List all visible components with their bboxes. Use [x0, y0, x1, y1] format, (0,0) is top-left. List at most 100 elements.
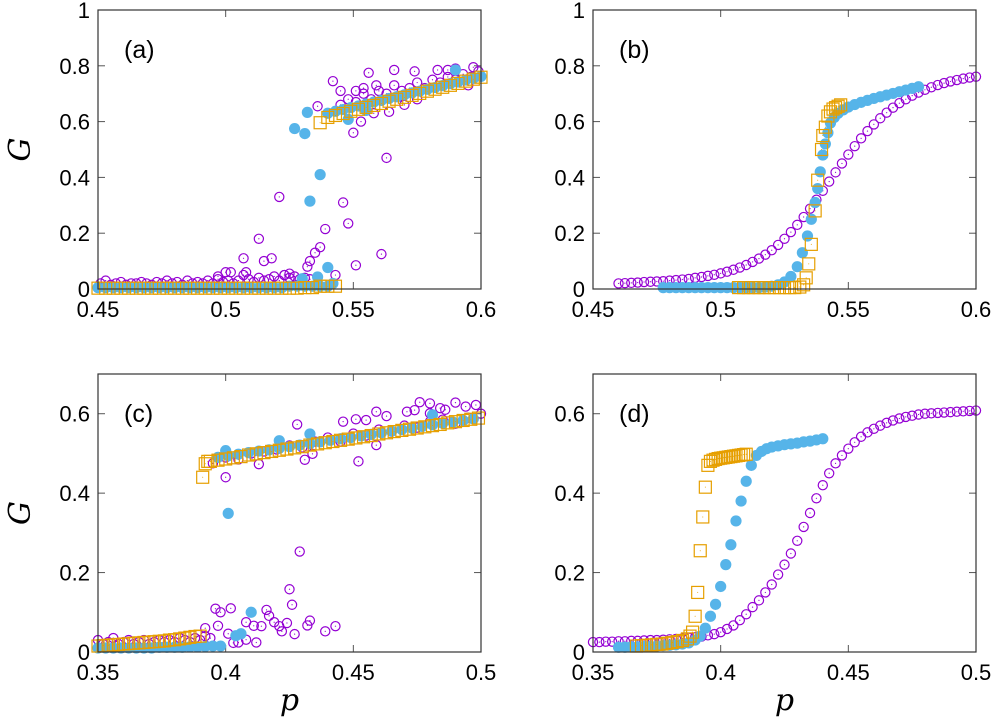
marker-dot — [763, 287, 765, 289]
x-tick-label: 0.55 — [827, 297, 870, 322]
marker-ring — [836, 158, 848, 169]
marker-dot — [789, 287, 791, 289]
marker-square — [683, 629, 697, 643]
data-point-open-square — [280, 442, 294, 456]
marker-dot — [128, 643, 130, 645]
marker-dot — [334, 114, 336, 116]
marker-dot — [803, 526, 805, 528]
data-point-open-circle — [302, 261, 313, 272]
marker-square — [356, 430, 371, 444]
marker-ring — [314, 241, 326, 253]
marker-dot — [840, 104, 842, 106]
marker-dot — [334, 285, 336, 287]
marker-ring — [951, 406, 963, 417]
marker-square — [190, 281, 205, 295]
marker-dot — [956, 79, 958, 81]
marker-square — [826, 102, 840, 116]
marker-dot — [771, 583, 773, 586]
marker-dot — [368, 72, 370, 74]
marker-dot — [646, 644, 648, 646]
data-point-open-circle — [906, 410, 918, 421]
marker-dot — [447, 76, 449, 78]
marker-dot — [707, 275, 709, 277]
marker-dot — [725, 456, 727, 458]
y-tick-label: 0 — [573, 640, 585, 665]
marker-square — [364, 428, 378, 443]
data-point-open-circle — [220, 472, 231, 483]
data-point-open-circle — [964, 72, 975, 83]
marker-dot — [732, 455, 734, 457]
data-point-open-square — [799, 271, 813, 285]
marker-dot — [385, 157, 388, 159]
marker-ring — [721, 623, 733, 635]
y-tick-label: 1 — [573, 0, 585, 23]
data-point-open-square — [688, 609, 702, 623]
y-tick-label: 0.2 — [59, 221, 90, 246]
data-point-open-circle — [212, 271, 224, 282]
marker-dot — [841, 162, 843, 165]
data-point-open-circle — [830, 167, 841, 178]
marker-dot — [258, 238, 260, 240]
marker-ring — [401, 406, 413, 417]
data-point-filled-circle — [176, 282, 188, 294]
marker-square — [814, 142, 829, 157]
y-tick-label: 0.8 — [59, 54, 90, 79]
data-point-open-circle — [721, 623, 733, 635]
data-point-open-circle — [741, 259, 752, 271]
marker-dot — [969, 410, 971, 412]
marker-dot — [332, 80, 334, 82]
data-point-open-circle — [266, 253, 277, 264]
data-point-open-circle — [248, 620, 259, 631]
marker-dot — [828, 180, 830, 183]
marker-dot — [809, 512, 811, 514]
data-point-filled-circle — [715, 580, 727, 593]
marker-dot — [260, 625, 263, 627]
data-point-filled-circle — [694, 630, 706, 642]
marker-dot — [148, 641, 150, 643]
marker-ring — [302, 261, 313, 272]
data-point-open-circle — [945, 76, 956, 87]
data-point-open-circle — [253, 233, 265, 244]
marker-dot — [396, 98, 398, 100]
data-point-open-circle — [849, 140, 860, 152]
data-point-open-circle — [281, 617, 293, 629]
marker-dot — [454, 421, 456, 423]
data-point-open-circle — [263, 610, 275, 622]
marker-dot — [365, 106, 367, 108]
marker-dot — [815, 497, 818, 499]
data-point-open-square — [321, 110, 335, 125]
marker-dot — [133, 642, 135, 644]
marker-dot — [834, 462, 837, 464]
marker-square — [313, 279, 327, 293]
x-tick-label: 0.5 — [961, 660, 992, 685]
data-point-open-square — [706, 453, 720, 467]
marker-dot — [624, 282, 626, 284]
marker-ring — [830, 167, 841, 178]
data-point-open-circle — [304, 255, 316, 267]
data-point-filled-circle — [912, 81, 925, 93]
data-point-filled-circle — [191, 282, 204, 294]
marker-dot — [726, 628, 728, 630]
data-point-filled-circle — [314, 436, 326, 448]
data-point-open-square — [443, 78, 457, 92]
data-point-open-circle — [964, 405, 975, 417]
marker-ring — [804, 507, 816, 519]
data-point-filled-circle — [304, 428, 316, 440]
marker-square — [275, 281, 289, 295]
marker-square — [665, 635, 679, 650]
marker-dot — [219, 611, 222, 613]
marker-dot — [416, 81, 418, 84]
data-point-filled-circle — [304, 195, 316, 207]
marker-dot — [892, 419, 894, 422]
marker-dot — [720, 457, 722, 459]
marker-square — [259, 281, 274, 295]
marker-dot — [414, 70, 416, 72]
marker-ring — [215, 607, 226, 618]
y-tick-label: 0.2 — [554, 561, 585, 586]
data-point-open-circle — [862, 427, 873, 438]
data-point-open-circle — [337, 416, 349, 427]
marker-square — [405, 88, 419, 102]
data-point-filled-circle — [260, 282, 273, 294]
marker-dot — [930, 86, 932, 88]
marker-ring — [792, 219, 803, 231]
